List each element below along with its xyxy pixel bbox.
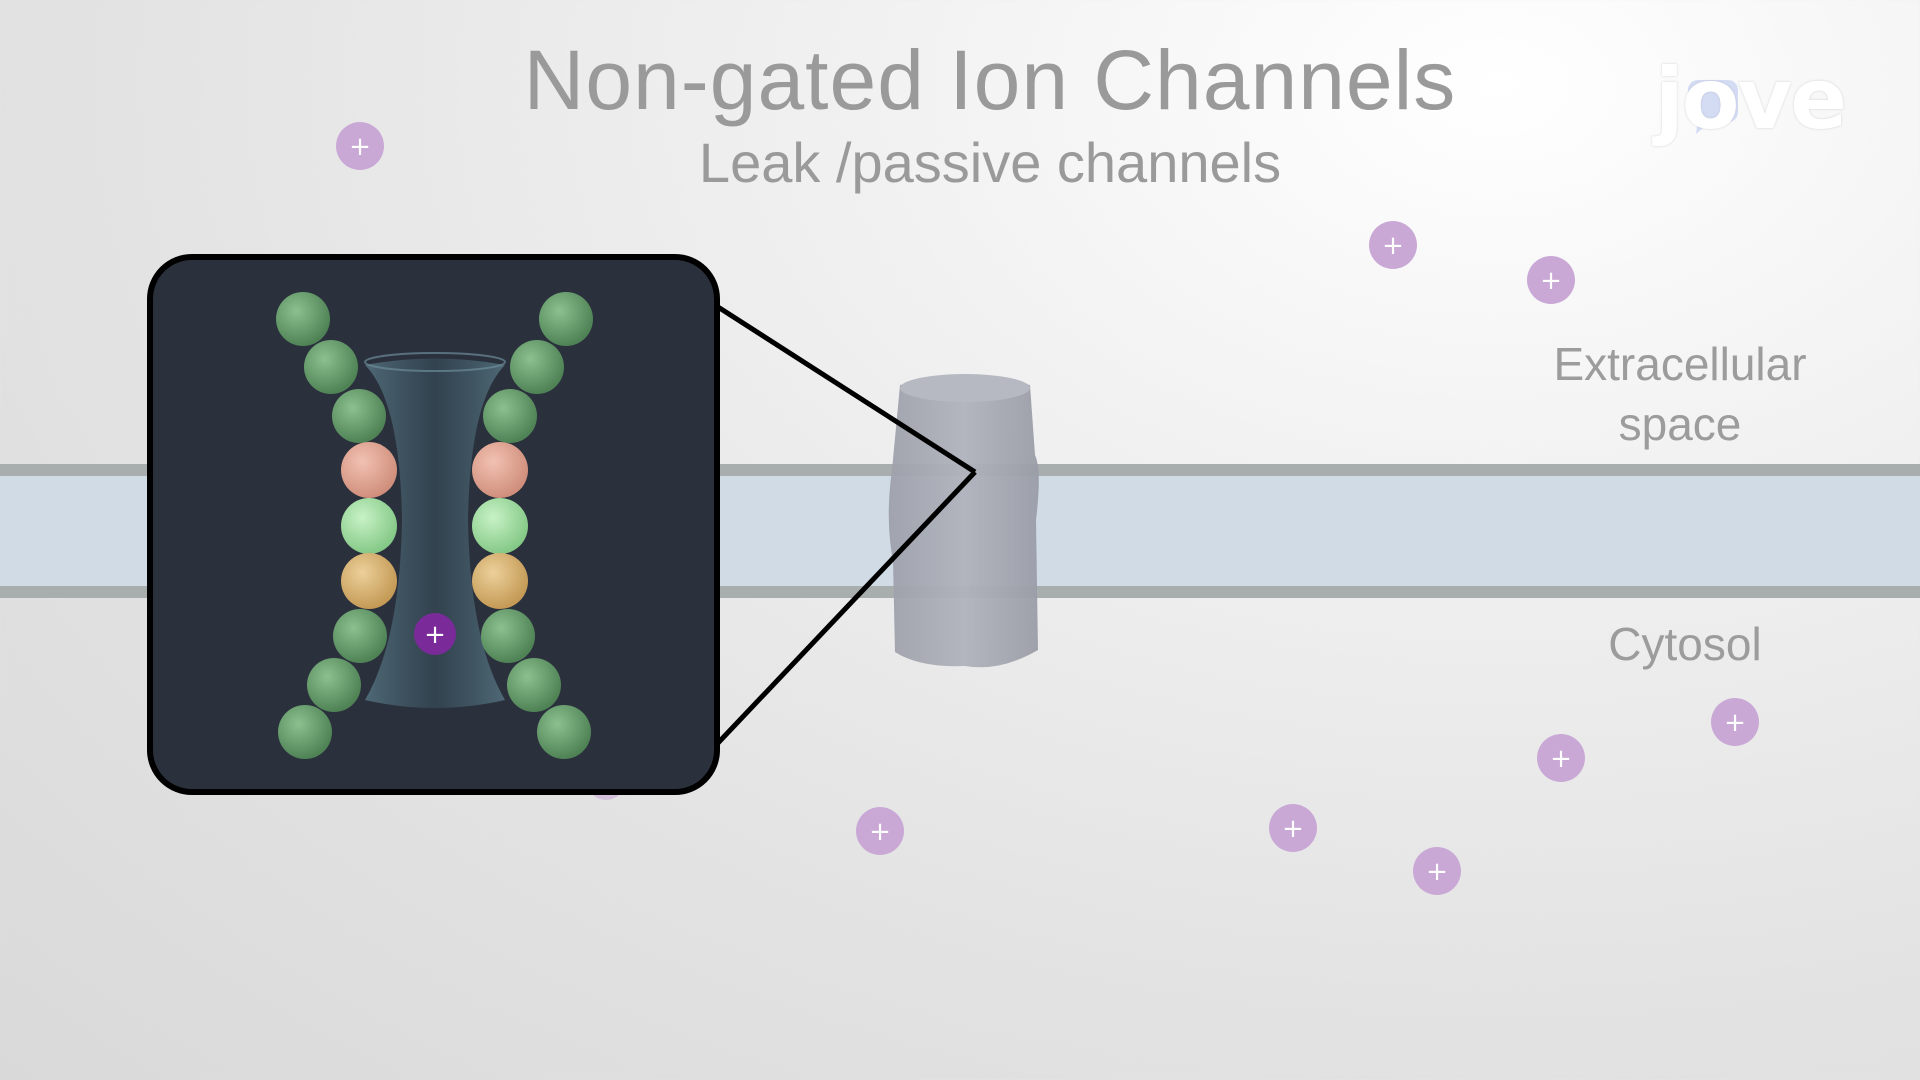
subunit-sphere [332, 389, 386, 443]
plus-ion-icon: + [424, 620, 446, 650]
subunit-sphere [307, 658, 361, 712]
plus-ion-icon: + [1540, 266, 1562, 296]
subunit-sphere [276, 292, 330, 346]
subunit-left-chain [276, 292, 397, 759]
page-subtitle: Leak /passive channels [698, 131, 1282, 194]
subunit-sphere [507, 658, 561, 712]
subunit-sphere [278, 705, 332, 759]
subunit-sphere [341, 498, 397, 554]
plus-ion-icon: + [349, 132, 371, 162]
ion: + [1369, 221, 1417, 269]
page-title: Non-gated Ion Channels [523, 33, 1457, 127]
subunit-sphere [341, 442, 397, 498]
ion: + [1413, 847, 1461, 895]
subunit-sphere [539, 292, 593, 346]
zoom-line-top [716, 304, 977, 475]
plus-ion-icon: + [1382, 231, 1404, 261]
subunit-sphere [304, 340, 358, 394]
ion: + [336, 122, 384, 170]
leak-channel-protein [888, 374, 1039, 668]
plus-ion-icon: + [869, 817, 891, 847]
subunit-sphere [483, 389, 537, 443]
subunit-sphere [341, 553, 397, 609]
subunit-right-chain [472, 292, 593, 759]
cytosol-label: Cytosol [1608, 618, 1762, 670]
subunit-sphere [333, 609, 387, 663]
ion: + [1269, 804, 1317, 852]
ion: + [1711, 698, 1759, 746]
zoom-connector [716, 304, 977, 745]
channel-body [888, 377, 1039, 668]
ion-in-pore: + [414, 613, 456, 655]
pore-channel [365, 358, 505, 708]
pore-rim [364, 352, 506, 372]
plus-ion-icon: + [1426, 857, 1448, 887]
ion: + [1537, 734, 1585, 782]
plus-ion-icon: + [1724, 708, 1746, 738]
subunit-sphere [537, 705, 591, 759]
jove-logo: jove [1655, 50, 1847, 148]
ion: + [856, 807, 904, 855]
zoom-inset: + [147, 254, 720, 795]
zoom-line-bottom [716, 470, 977, 745]
subunit-sphere [481, 609, 535, 663]
logo-speech-bubble-icon [1688, 80, 1738, 134]
ion: + [1527, 256, 1575, 304]
subunit-sphere [510, 340, 564, 394]
subunit-sphere [472, 553, 528, 609]
subunit-sphere [472, 498, 528, 554]
plus-ion-icon: + [1550, 744, 1572, 774]
subunit-sphere [472, 442, 528, 498]
extracellular-space-label: Extracellular space [1553, 338, 1807, 450]
channel-top [900, 374, 1030, 402]
plus-ion-icon: + [1282, 814, 1304, 844]
